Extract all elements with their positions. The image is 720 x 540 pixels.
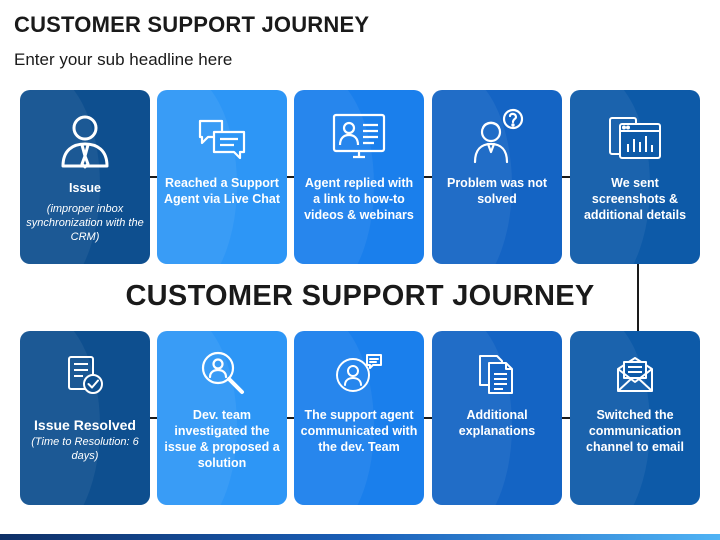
step-card-screenshots: We sent screenshots & additional details xyxy=(570,90,700,264)
step-card-agent-dev-team: The support agent communicated with the … xyxy=(294,331,424,505)
confused-person-icon xyxy=(432,108,562,164)
step-label: Switched the communication channel to em… xyxy=(586,408,684,454)
step-card-additional-explanations: Additional explanations xyxy=(432,331,562,505)
step-card-issue: Issue (improper inbox synchronization wi… xyxy=(20,90,150,264)
step-label: Dev. team investigated the issue & propo… xyxy=(164,408,280,470)
step-label: Reached a Support Agent via Live Chat xyxy=(164,176,280,206)
step-label: Agent replied with a link to how-to vide… xyxy=(304,176,414,222)
person-tie-icon xyxy=(20,114,150,170)
step-label: Issue xyxy=(69,181,101,195)
step-label: Issue Resolved xyxy=(34,417,136,433)
step-card-resolved: Issue Resolved (Time to Resolution: 6 da… xyxy=(20,331,150,505)
step-note: (improper inbox synchronization with the… xyxy=(26,203,144,243)
magnify-person-icon xyxy=(157,349,287,395)
step-label: Problem was not solved xyxy=(446,176,548,206)
chat-bubbles-icon xyxy=(157,118,287,162)
step-card-agent-reply: Agent replied with a link to how-to vide… xyxy=(294,90,424,264)
connector-vertical xyxy=(637,264,639,332)
monitor-agent-icon xyxy=(294,112,424,164)
step-card-live-chat: Reached a Support Agent via Live Chat xyxy=(157,90,287,264)
step-label: Additional explanations xyxy=(458,408,536,438)
step-label: The support agent communicated with the … xyxy=(300,408,418,454)
step-card-not-solved: Problem was not solved xyxy=(432,90,562,264)
step-label: We sent screenshots & additional details xyxy=(583,176,687,222)
resolved-list-icon xyxy=(20,355,150,395)
agent-headset-icon xyxy=(294,351,424,395)
page-subtitle: Enter your sub headline here xyxy=(14,50,233,69)
page-title: CUSTOMER SUPPORT JOURNEY xyxy=(14,12,370,37)
step-card-dev-investigation: Dev. team investigated the issue & propo… xyxy=(157,331,287,505)
documents-icon xyxy=(432,353,562,395)
step-note: (Time to Resolution: 6 days) xyxy=(31,436,139,462)
center-title: CUSTOMER SUPPORT JOURNEY xyxy=(125,280,595,312)
screenshot-chart-icon xyxy=(570,114,700,160)
envelope-icon xyxy=(570,355,700,393)
footer-gradient-bar xyxy=(0,534,720,540)
step-card-switched-email: Switched the communication channel to em… xyxy=(570,331,700,505)
